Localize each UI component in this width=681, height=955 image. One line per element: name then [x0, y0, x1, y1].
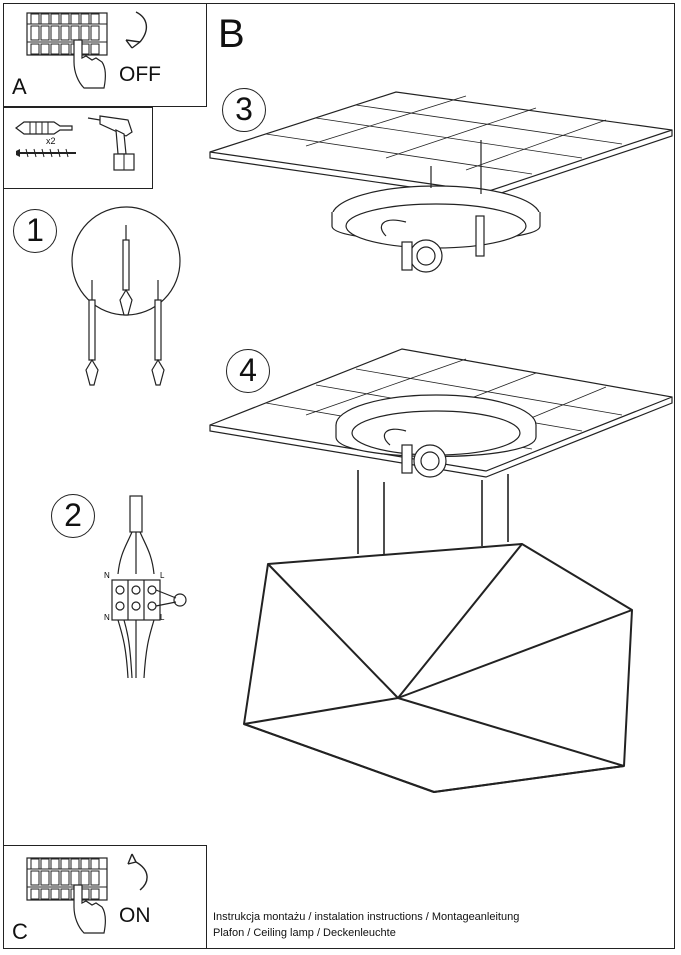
- off-label: OFF: [119, 63, 161, 86]
- step-1-illustration: [71, 206, 181, 386]
- panel-c: [3, 845, 207, 949]
- wiring-diagram: N L N L: [104, 495, 187, 679]
- arrow-down-icon: [125, 11, 147, 49]
- neutral-label-bottom: N: [104, 613, 110, 622]
- drill-icon: [87, 115, 135, 171]
- step-1-badge: 1: [13, 209, 57, 253]
- screw-icon: [16, 148, 76, 158]
- footer-instructions: Instrukcja montażu / instalation instruc…: [213, 911, 520, 923]
- step-2-badge: 2: [51, 494, 95, 538]
- wall-plug-icon: [15, 121, 73, 135]
- live-label-bottom: L: [160, 613, 165, 622]
- step-4-ceiling-mounting: [209, 348, 673, 478]
- panel-a-label: A: [12, 74, 27, 99]
- fuse-box-off-icon: [26, 12, 108, 89]
- panel-c-label: C: [12, 919, 28, 944]
- live-label-top: L: [160, 571, 165, 580]
- step-3-ceiling-mounting: [209, 91, 673, 273]
- step-4-badge: 4: [226, 349, 270, 393]
- fuse-box-on-icon: [26, 857, 108, 934]
- page-frame: [3, 3, 675, 949]
- panel-b-label: B: [218, 12, 245, 56]
- lampshade: [243, 470, 633, 793]
- quantity-label: x2: [46, 136, 56, 146]
- step-3-badge: 3: [222, 88, 266, 132]
- arrow-up-icon: [127, 853, 148, 891]
- footer-product: Plafon / Ceiling lamp / Deckenleuchte: [213, 927, 396, 939]
- neutral-label-top: N: [104, 571, 110, 580]
- on-label: ON: [119, 904, 151, 927]
